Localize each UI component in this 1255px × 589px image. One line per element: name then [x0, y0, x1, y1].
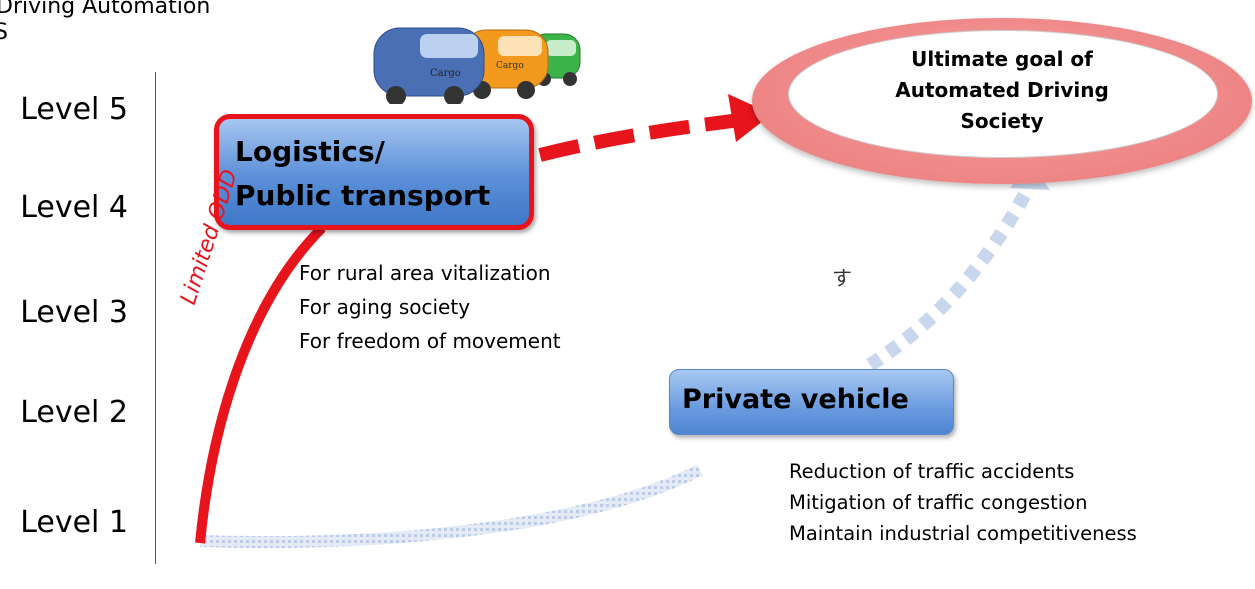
page-title: Driving Automation [0, 0, 211, 19]
level-5-label: Level 5 [20, 92, 128, 127]
blue-bus-text: Cargo [430, 68, 461, 79]
orange-bus-icon: Cargo [463, 29, 549, 99]
logistics-label-line1: Logistics/ [235, 135, 385, 168]
private-vehicle-path [199, 464, 703, 549]
stray-glyph: す [832, 266, 852, 290]
ultimate-goal-label: Ultimate goal of Automated Driving Socie… [788, 44, 1216, 137]
list-item: Mitigation of traffic congestion [789, 491, 1088, 514]
private-vehicle-label: Private vehicle [682, 384, 909, 415]
vehicle-illustrations: Cargo Cargo [373, 27, 581, 104]
private-vehicle-rising-path [866, 181, 1037, 371]
goal-ellipse-inner [788, 30, 1218, 158]
limited-odd-path [195, 224, 326, 544]
private-vehicle-box: Private vehicle [669, 369, 954, 435]
orange-bus-text: Cargo [496, 61, 524, 71]
level-3-label: Level 3 [20, 295, 128, 330]
logistics-goal-arrowhead [728, 94, 772, 142]
level-1-label: Level 1 [20, 505, 128, 540]
logistics-benefits-list: For rural area vitalization For aging so… [299, 256, 561, 358]
blue-bus-icon: Cargo [373, 27, 485, 104]
page-subtitle-fragment: S [0, 20, 8, 45]
level-4-label: Level 4 [20, 190, 128, 225]
private-vehicle-benefits-list: Reduction of traffic accidents Mitigatio… [789, 456, 1137, 549]
list-item: For rural area vitalization [299, 261, 551, 285]
list-item: Reduction of traffic accidents [789, 460, 1075, 483]
list-item: For aging society [299, 295, 471, 319]
goal-line: Automated Driving [895, 78, 1109, 102]
list-item: Maintain industrial competitiveness [789, 522, 1137, 545]
goal-line: Society [960, 109, 1044, 133]
goal-line: Ultimate goal of [911, 47, 1093, 71]
level-2-label: Level 2 [20, 395, 128, 430]
logistics-public-transport-box: Logistics/ Public transport [214, 114, 534, 230]
level-axis-line [155, 72, 156, 564]
logistics-label-line2: Public transport [235, 179, 491, 212]
list-item: For freedom of movement [299, 329, 561, 353]
logistics-goal-path [538, 113, 741, 162]
